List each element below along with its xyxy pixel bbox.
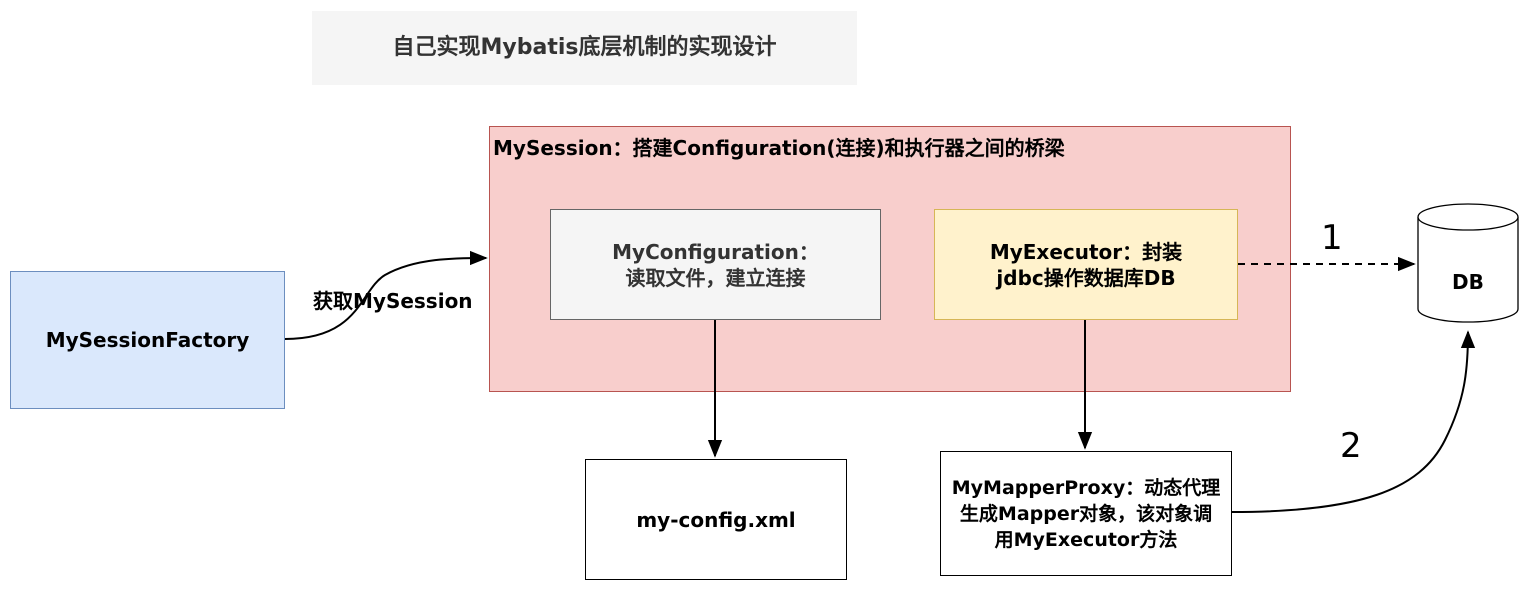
- my-config-xml-label: my-config.xml: [636, 507, 796, 532]
- diagram-title: 自己实现Mybatis底层机制的实现设计: [312, 11, 857, 85]
- my-executor-line2: jdbc操作数据库DB: [996, 265, 1176, 290]
- my-session-label: MySession：搭建Configuration(连接)和执行器之间的桥梁: [493, 136, 1065, 160]
- my-mapper-proxy-line2: 生成Mapper对象，该对象调: [959, 502, 1213, 525]
- db-label: DB: [1452, 270, 1484, 294]
- my-executor-line1: MyExecutor：封装: [989, 239, 1183, 264]
- my-configuration-line1: MyConfiguration：: [612, 239, 819, 264]
- factory-to-session-edge: [284, 250, 488, 340]
- my-config-xml-node: my-config.xml: [585, 459, 847, 580]
- my-mapper-proxy-node: MyMapperProxy：动态代理 生成Mapper对象，该对象调 用MyEx…: [940, 451, 1232, 576]
- edge-number-1: 1: [1321, 218, 1343, 258]
- my-session-factory-node: MySessionFactory: [10, 271, 285, 409]
- factory-edge-label: 获取MySession: [313, 289, 473, 313]
- edge-number-2: 2: [1340, 426, 1362, 466]
- db-cylinder: [1417, 203, 1519, 323]
- proxy-to-db-edge: [1231, 330, 1476, 513]
- my-executor-node: MyExecutor：封装 jdbc操作数据库DB: [934, 209, 1238, 320]
- my-configuration-node: MyConfiguration： 读取文件，建立连接: [550, 209, 881, 320]
- my-mapper-proxy-line1: MyMapperProxy：动态代理: [951, 476, 1221, 499]
- diagram-title-text: 自己实现Mybatis底层机制的实现设计: [392, 35, 777, 60]
- my-configuration-line2: 读取文件，建立连接: [625, 265, 806, 290]
- my-mapper-proxy-line3: 用MyExecutor方法: [994, 528, 1178, 551]
- my-session-factory-label: MySessionFactory: [45, 328, 250, 352]
